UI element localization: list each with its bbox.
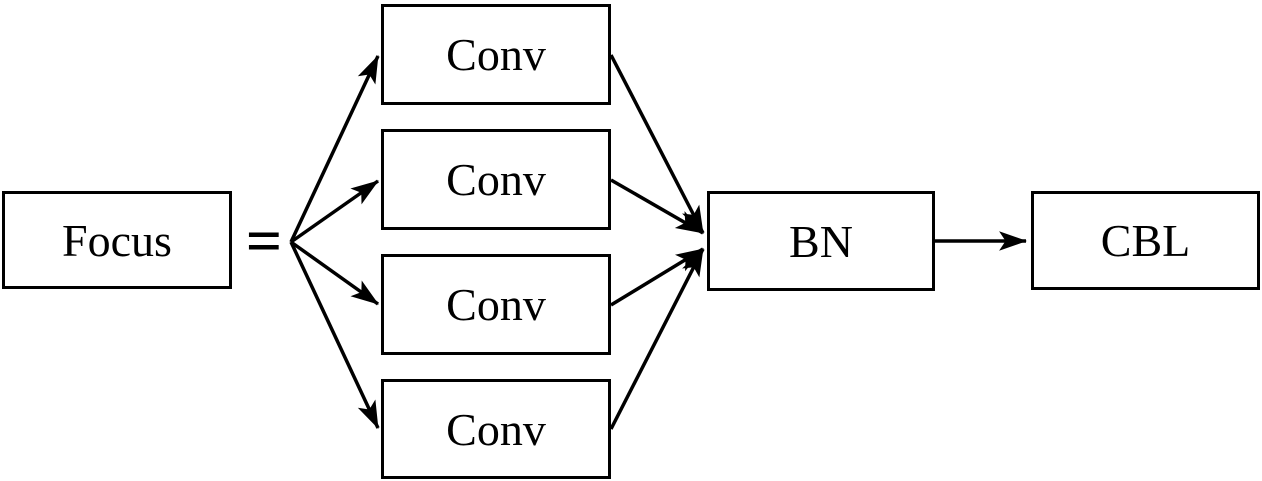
edge-conv4-to-bn [609,248,705,430]
node-conv-4-label: Conv [446,403,546,455]
node-conv-2: Conv [381,129,611,230]
node-conv-3: Conv [381,254,611,355]
edge-conv2-to-bn [610,178,704,235]
node-conv-4: Conv [381,379,611,479]
node-focus: Focus [2,191,232,289]
node-conv-1-label: Conv [446,29,546,80]
equals-operator-glyph: = [245,205,283,276]
node-conv-3-label: Conv [446,279,546,330]
equals-operator: = [234,204,294,278]
edge-split-to-conv4 [289,241,380,429]
edge-split-to-conv2 [289,179,380,244]
node-cbl-label: CBL [1100,215,1191,266]
node-conv-2-label: Conv [446,154,546,205]
node-conv-1: Conv [381,4,611,105]
node-focus-label: Focus [62,214,172,266]
edge-split-to-conv1 [289,55,380,243]
node-cbl: CBL [1031,191,1260,290]
edge-conv1-to-bn [609,54,705,234]
node-bn-label: BN [789,215,853,267]
edge-split-to-conv3 [289,240,380,306]
node-bn: BN [707,191,935,291]
